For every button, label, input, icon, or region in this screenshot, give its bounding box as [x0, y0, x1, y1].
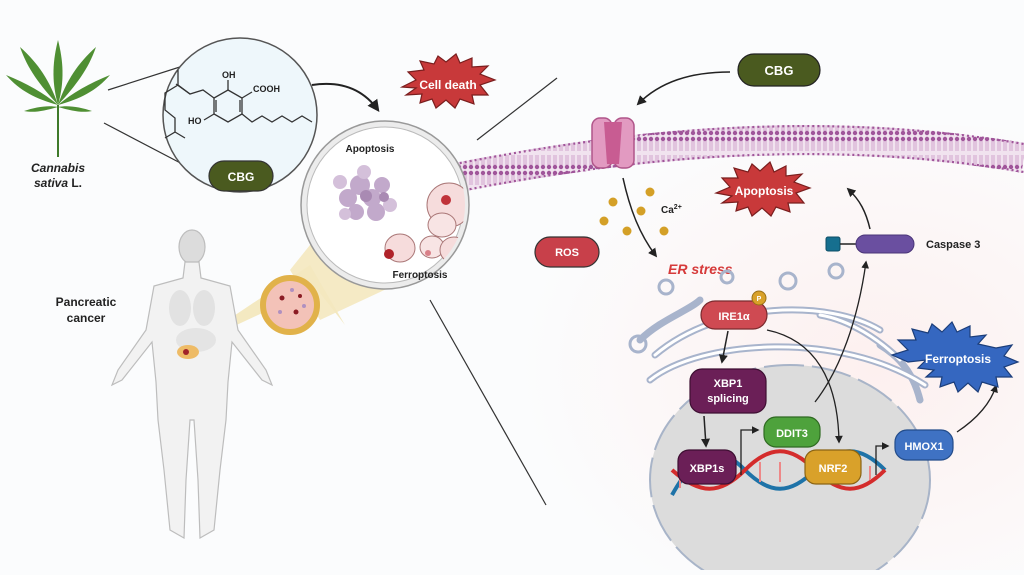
- caspase-3-label: Caspase 3: [926, 239, 980, 251]
- leaf-connector-lower: [103, 122, 191, 169]
- plant-name: Cannabis: [31, 161, 85, 175]
- zoom-line-upper: [476, 77, 558, 141]
- arrow-caspase-to-apoptosis: [846, 187, 871, 230]
- apoptosis-burst: Apoptosis: [713, 160, 812, 217]
- er-stress-label: ER stress: [668, 261, 733, 277]
- cbg-structure-icon: [164, 70, 313, 139]
- svg-text:DDIT3: DDIT3: [776, 428, 808, 440]
- svg-text:OH: OH: [222, 70, 236, 80]
- xbp1-splicing-box: XBP1 splicing: [689, 368, 767, 414]
- svg-text:NRF2: NRF2: [819, 463, 848, 475]
- svg-text:Ferroptosis: Ferroptosis: [392, 270, 447, 281]
- caspase-3-icon: [825, 234, 915, 254]
- phosphate-badge: P: [751, 290, 767, 306]
- arrow-cbg-to-channel: [636, 71, 731, 106]
- svg-text:CBG: CBG: [765, 63, 794, 78]
- arrow-calcium-to-er-stress: [622, 177, 658, 258]
- svg-text:CBG: CBG: [228, 170, 255, 184]
- svg-text:Apoptosis: Apoptosis: [346, 144, 395, 155]
- pancreatic-cancer-label-line2: cancer: [67, 311, 106, 325]
- cell-death-lens: Apoptosis Ferroptosis: [300, 120, 470, 290]
- pancreatic-cancer-label: Pancreatic: [56, 295, 117, 309]
- svg-text:ROS: ROS: [555, 247, 579, 259]
- xbp1s-box: XBP1s: [677, 449, 737, 485]
- zoom-line-lower: [429, 299, 547, 506]
- nucleus: [649, 364, 931, 575]
- ferroptotic-cells-icon: [384, 182, 465, 264]
- cell-membrane: [452, 125, 1024, 194]
- ferroptosis-burst: Ferroptosis: [890, 320, 1020, 394]
- arrow-cbg-to-cell-death: [311, 82, 380, 112]
- svg-text:Cell death: Cell death: [419, 78, 476, 92]
- calcium-channel-icon: [591, 117, 635, 169]
- svg-text:XBP1s: XBP1s: [690, 463, 725, 475]
- ros-pill: ROS: [534, 236, 600, 268]
- arrow-ddit3-to-caspase: [814, 260, 870, 403]
- cannabis-leaf-icon: [6, 40, 110, 157]
- svg-text:HO: HO: [188, 116, 202, 126]
- svg-text:XBP1: XBP1: [714, 378, 743, 390]
- cbg-molecule-badge: CBG: [208, 160, 274, 192]
- cbg-pill: CBG: [737, 53, 821, 87]
- vesicles-icon: [628, 262, 845, 354]
- ddit3-box: DDIT3: [763, 416, 821, 448]
- calcium-label: Ca2+: [661, 204, 682, 216]
- svg-text:IRE1α: IRE1α: [718, 311, 749, 323]
- cbg-molecule-circle: OH COOH HO: [162, 37, 318, 193]
- nrf2-box: NRF2: [804, 449, 862, 485]
- svg-text:COOH: COOH: [253, 84, 280, 94]
- svg-text:splicing: splicing: [707, 393, 749, 405]
- plant-name-line2: sativa L.: [34, 176, 82, 190]
- human-body-icon: [110, 229, 274, 540]
- arrow-ire1a-to-xbp1: [718, 330, 729, 364]
- arrow-nrf2-to-hmox1: [875, 442, 890, 475]
- tumor-tissue-icon: [260, 275, 320, 335]
- calcium-ions-icon: [599, 187, 669, 236]
- svg-text:Apoptosis: Apoptosis: [735, 184, 794, 198]
- svg-text:HMOX1: HMOX1: [904, 441, 943, 453]
- cell-death-burst: Cell death: [399, 53, 497, 109]
- arrow-xbp1s-to-ddit3: [740, 426, 760, 475]
- arrow-xbp1-to-xbp1s: [701, 415, 711, 448]
- svg-text:P: P: [757, 296, 762, 303]
- pancreas-tumor-icon: [177, 345, 199, 359]
- hmox1-box: HMOX1: [894, 429, 954, 461]
- arrow-hmox1-to-ferroptosis: [956, 384, 998, 433]
- ire1a-pill: IRE1α: [700, 300, 768, 330]
- arrow-ire1a-to-nrf2: [766, 329, 843, 444]
- svg-text:Ferroptosis: Ferroptosis: [925, 352, 991, 366]
- apoptotic-cells-icon: [333, 165, 397, 221]
